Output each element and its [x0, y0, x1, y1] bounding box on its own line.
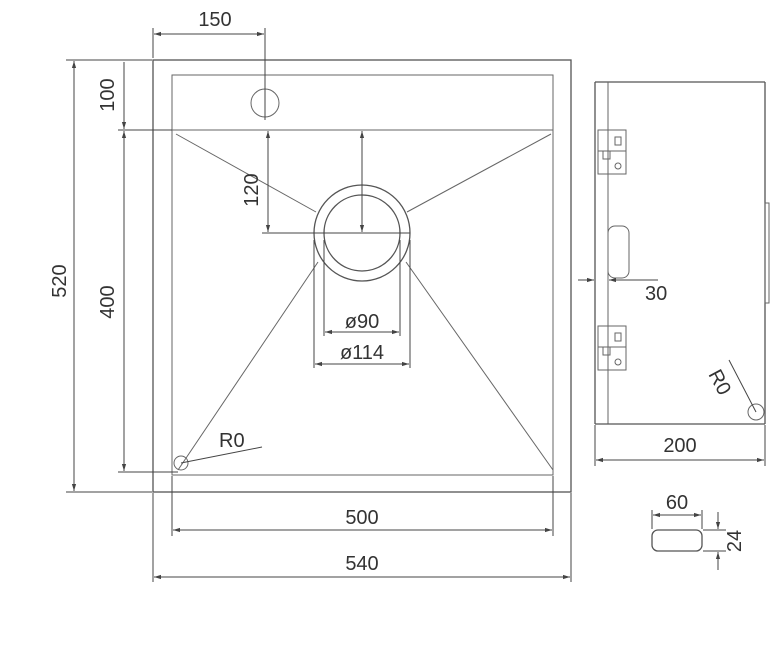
corner-radius-leader-side	[728, 359, 757, 413]
sink-inner-outline	[171, 74, 554, 476]
overflow-slot-side	[607, 225, 630, 279]
dim-label-120: 120	[241, 173, 263, 206]
dim-label-150: 150	[198, 9, 231, 31]
side-edge-strip	[764, 202, 770, 304]
top-view	[152, 59, 572, 493]
dim-label-200: 200	[663, 435, 696, 457]
overflow-detail: 60 24	[651, 492, 746, 570]
dim-label-d90: ø90	[345, 311, 379, 333]
dim-label-30: 30	[645, 283, 667, 305]
dim-label-500: 500	[345, 507, 378, 529]
slope-line-bottom-left	[177, 261, 319, 471]
dim-label-100: 100	[97, 78, 119, 111]
dim-label-24: 24	[724, 530, 746, 552]
dim-label-520: 520	[49, 264, 71, 297]
front-dimensions: 150 520 100 400 120 ø90 ø114 R0	[49, 9, 572, 582]
corner-radius-circle-front	[173, 455, 189, 471]
side-view: 30 R0 200	[578, 81, 770, 466]
dim-label-540: 540	[345, 553, 378, 575]
overflow-slot-detail	[651, 529, 703, 552]
corner-radius-circle-side	[747, 403, 765, 421]
slope-line-top-right	[406, 133, 552, 213]
slope-line-bottom-right	[405, 261, 554, 471]
sink-outer-outline	[152, 59, 572, 493]
corner-radius-leader-front	[180, 446, 263, 464]
dim-label-r0-side: R0	[704, 366, 735, 399]
mounting-clip-upper	[597, 129, 627, 175]
dim-label-d114: ø114	[340, 342, 384, 364]
mounting-clip-lower	[597, 325, 627, 371]
dim-label-60: 60	[666, 492, 688, 514]
dim-label-400: 400	[97, 285, 119, 318]
slope-line-top-left	[175, 133, 317, 213]
dim-label-r0-front: R0	[219, 430, 245, 452]
